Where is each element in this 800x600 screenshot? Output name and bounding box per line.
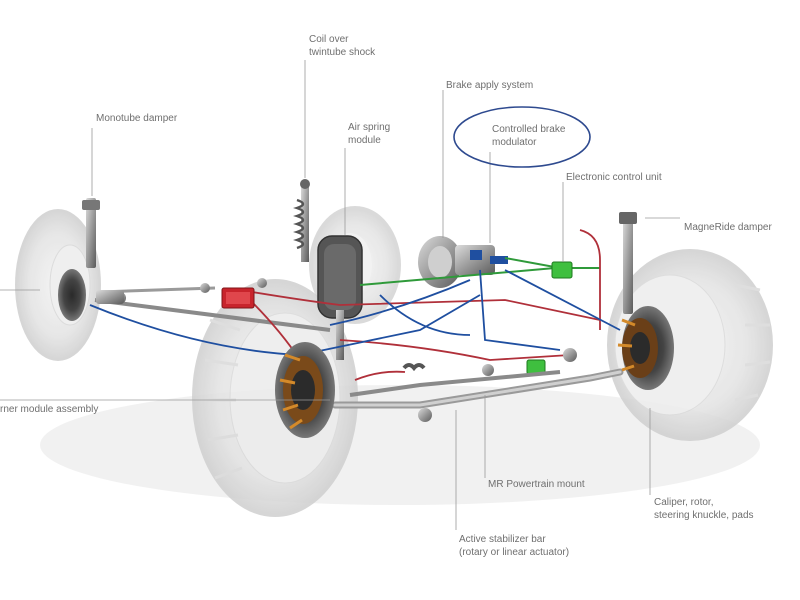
coil-over-shock-part xyxy=(293,179,310,262)
label-corner-module: rner module assembly xyxy=(0,404,99,415)
highlight-ellipse xyxy=(453,106,591,168)
front-right-rotor xyxy=(617,306,674,390)
wiring xyxy=(89,229,621,381)
magneride-damper-part xyxy=(619,212,637,314)
label-brake-apply: Brake apply system xyxy=(446,80,534,91)
label-brake-modulator: Controlled brake modulator xyxy=(492,124,566,148)
label-caliper: Caliper, rotor, steering knuckle, pads xyxy=(654,497,754,521)
label-stabilizer: Active stabilizer bar (rotary or linear … xyxy=(459,534,570,558)
label-coil-over: Coil over twintube shock xyxy=(309,34,376,58)
stabilizer-bar xyxy=(331,348,624,422)
label-monotube: Monotube damper xyxy=(96,113,178,124)
monotube-damper-part xyxy=(58,198,124,321)
label-mr-powertrain: MR Powertrain mount xyxy=(488,479,585,490)
leader-lines xyxy=(0,60,680,530)
air-spring-module-part xyxy=(317,235,363,360)
front-left-rotor xyxy=(275,342,335,438)
ecu-green-box xyxy=(526,261,573,375)
module-red-box xyxy=(221,287,255,309)
label-air-spring: Air spring module xyxy=(348,122,391,146)
label-ecu: Electronic control unit xyxy=(566,172,662,183)
brake-apply-part xyxy=(418,236,508,288)
label-magneride: MagneRide damper xyxy=(684,222,772,233)
